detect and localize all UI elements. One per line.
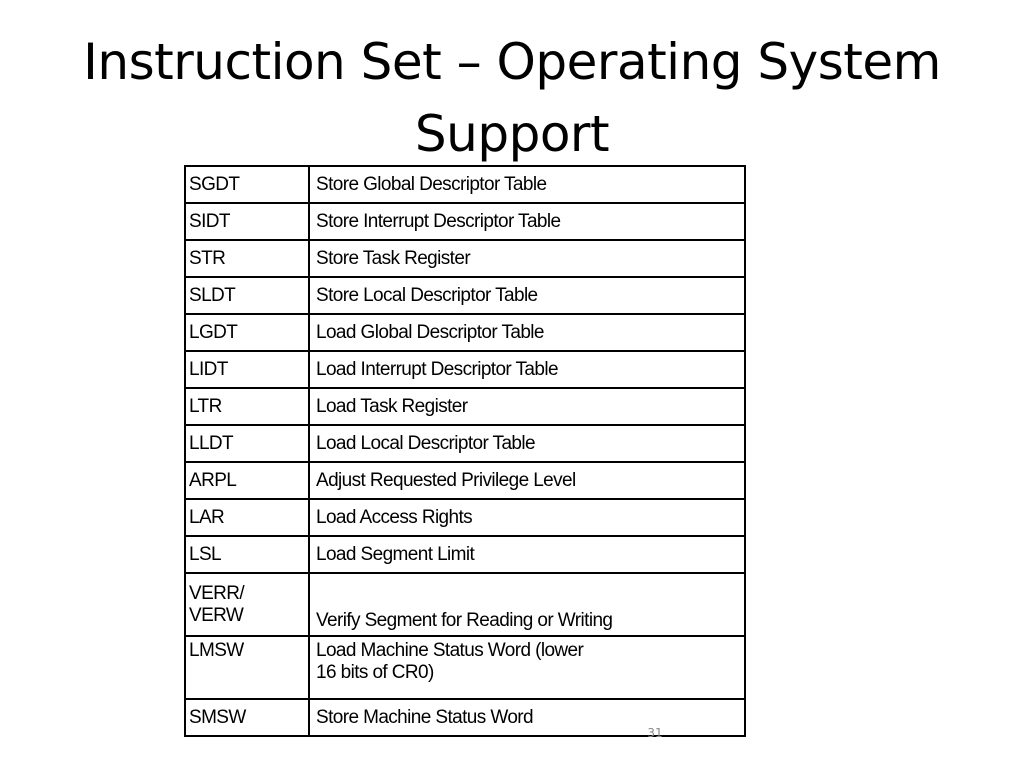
table-row: LGDT Load Global Descriptor Table [184,313,746,352]
mnemonic-cell: ARPL [184,461,310,500]
mnemonic-cell: STR [184,239,310,278]
mnemonic-line-1: VERR/ [189,582,245,604]
mnemonic-cell: SGDT [184,165,310,204]
mnemonic-cell: LTR [184,387,310,426]
mnemonic-cell: VERR/ VERW [184,572,310,637]
mnemonic-cell: SIDT [184,202,310,241]
mnemonic-cell: LIDT [184,350,310,389]
description-cell: Load Interrupt Descriptor Table [308,350,746,389]
table-row: STR Store Task Register [184,239,746,278]
instruction-table-container: SGDT Store Global Descriptor Table SIDT … [184,165,746,737]
table-row: LTR Load Task Register [184,387,746,426]
description-cell: Store Interrupt Descriptor Table [308,202,746,241]
mnemonic-cell: LSL [184,535,310,574]
table-row: LIDT Load Interrupt Descriptor Table [184,350,746,389]
mnemonic-line-2: VERW [189,604,244,626]
description-cell: Load Segment Limit [308,535,746,574]
slide-title-line-1: Instruction Set – Operating System [83,33,941,91]
slide-title: Instruction Set – Operating System Suppo… [0,26,1024,170]
description-cell: Adjust Requested Privilege Level [308,461,746,500]
table-row: SMSW Store Machine Status Word [184,698,746,737]
description-cell: Load Local Descriptor Table [308,424,746,463]
instruction-table: SGDT Store Global Descriptor Table SIDT … [184,165,746,737]
description-cell: Load Global Descriptor Table [308,313,746,352]
table-row: ARPL Adjust Requested Privilege Level [184,461,746,500]
table-row: LLDT Load Local Descriptor Table [184,424,746,463]
table-row: VERR/ VERW Verify Segment for Reading or… [184,572,746,637]
description-line-2: 16 bits of CR0) [316,662,434,683]
page-number: 31 [647,726,663,740]
description-cell: Load Machine Status Word (lower 16 bits … [308,635,746,700]
mnemonic-cell: LLDT [184,424,310,463]
description-cell: Store Global Descriptor Table [308,165,746,204]
slide-title-line-2: Support [414,105,610,163]
description-cell: Store Machine Status Word [308,698,746,737]
mnemonic-cell: LAR [184,498,310,537]
description-cell: Store Local Descriptor Table [308,276,746,315]
description-line-1: Load Machine Status Word (lower [316,640,584,661]
table-row: LAR Load Access Rights [184,498,746,537]
description-cell: Load Task Register [308,387,746,426]
mnemonic-cell: LGDT [184,313,310,352]
description-cell: Verify Segment for Reading or Writing [308,572,746,637]
description-cell: Store Task Register [308,239,746,278]
table-row: LMSW Load Machine Status Word (lower 16 … [184,635,746,700]
mnemonic-cell: SMSW [184,698,310,737]
table-row: LSL Load Segment Limit [184,535,746,574]
table-row: SIDT Store Interrupt Descriptor Table [184,202,746,241]
mnemonic-cell: LMSW [184,635,310,700]
table-row: SLDT Store Local Descriptor Table [184,276,746,315]
mnemonic-cell: SLDT [184,276,310,315]
description-cell: Load Access Rights [308,498,746,537]
table-row: SGDT Store Global Descriptor Table [184,165,746,204]
